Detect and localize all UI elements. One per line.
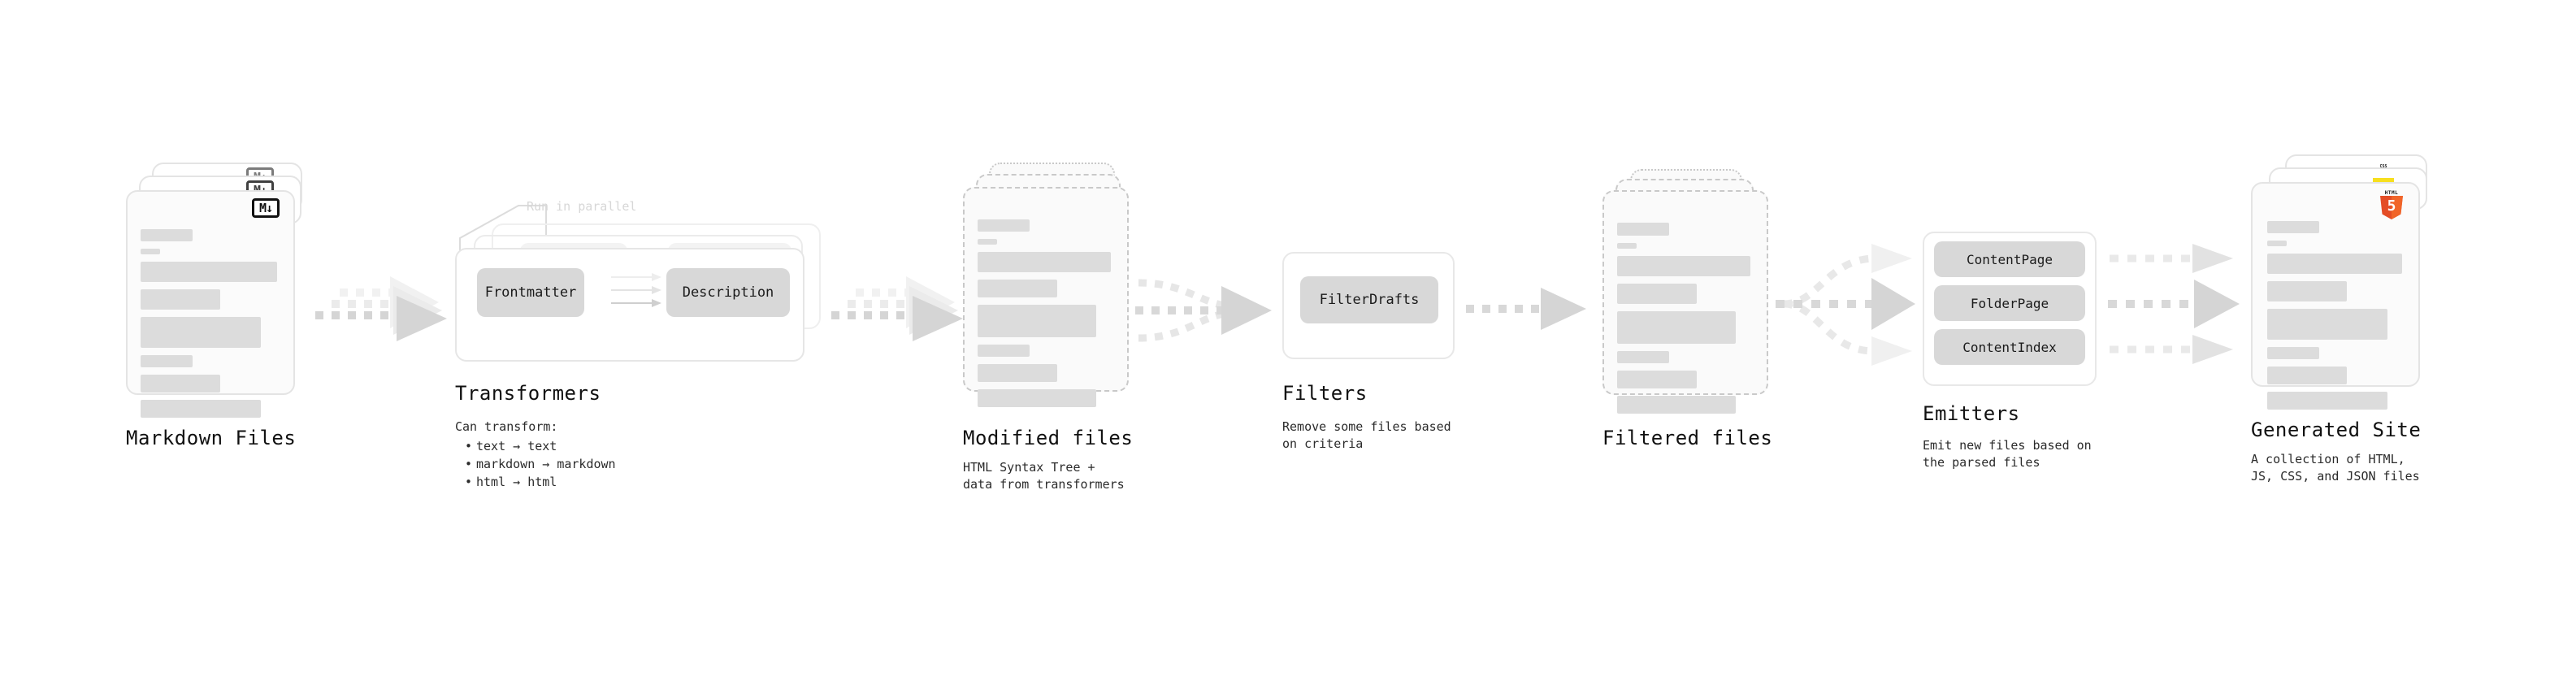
content-line — [141, 355, 193, 367]
generated-site-title: Generated Site — [2251, 419, 2422, 441]
transformer-pill-frontmatter[interactable]: Frontmatter — [477, 268, 584, 317]
list-item: markdown → markdown — [465, 455, 616, 473]
content-line — [2267, 254, 2402, 274]
transformers-group: Frontmatter Description — [455, 223, 829, 366]
content-line — [978, 305, 1096, 337]
modified-files-stack — [963, 163, 1150, 407]
generated-site-subtitle: A collection of HTML, JS, CSS, and JSON … — [2251, 452, 2420, 484]
transformers-bullet-list: text → text markdown → markdown html → h… — [465, 437, 616, 491]
content-line — [1617, 371, 1697, 388]
emitters-pill-contentindex[interactable]: ContentIndex — [1934, 329, 2085, 365]
content-line — [2267, 367, 2347, 384]
emitters-pill-contentpage[interactable]: ContentPage — [1934, 241, 2085, 277]
content-line — [1617, 311, 1736, 344]
content-line — [978, 389, 1096, 407]
connector-modified-to-filters — [1135, 279, 1272, 342]
markdown-files-title: Markdown Files — [126, 427, 297, 449]
transformers-title: Transformers — [455, 382, 601, 405]
content-line — [141, 317, 261, 348]
connector-md-to-transformers — [315, 276, 447, 341]
content-line — [2267, 241, 2287, 246]
markdown-files-stack: M↓ M↓ M↓ — [126, 163, 313, 418]
markdown-content-lines — [141, 229, 287, 425]
filters-title: Filters — [1282, 382, 1368, 405]
filtered-files-title: Filtered files — [1602, 427, 1773, 449]
content-line — [1617, 223, 1669, 236]
list-item: html → html — [465, 473, 616, 491]
html5-badge-wordmark: HTML — [2384, 190, 2399, 196]
filtered-files-stack — [1602, 169, 1789, 414]
content-line — [2267, 221, 2319, 233]
modified-files-title: Modified files — [963, 427, 1134, 449]
content-line — [141, 375, 220, 393]
connector-transformers-to-modified — [831, 276, 963, 341]
emitters-title: Emitters — [1923, 402, 2020, 425]
run-in-parallel-label: Run in parallel — [527, 199, 637, 214]
connector-filters-to-filtered — [1466, 288, 1586, 330]
list-item: text → text — [465, 437, 616, 455]
filters-subtitle: Remove some files based on criteria — [1282, 419, 1451, 451]
filtered-content-lines — [1617, 223, 1762, 421]
filters-pill-filterdrafts[interactable]: FilterDrafts — [1300, 276, 1438, 323]
content-line — [978, 345, 1030, 357]
content-line — [978, 252, 1111, 272]
content-line — [978, 280, 1057, 297]
content-line — [978, 239, 997, 245]
content-line — [141, 400, 261, 418]
content-line — [1617, 256, 1750, 276]
content-line — [141, 262, 277, 282]
site-content-lines — [2267, 221, 2413, 417]
transformers-subtitle: Can transform: — [455, 419, 558, 434]
markdown-badge-front: M↓ — [252, 198, 280, 218]
transformer-inner-arrows — [611, 273, 661, 307]
connector-emitters-to-site — [2108, 244, 2240, 364]
modified-content-lines — [978, 219, 1122, 414]
content-line — [2267, 392, 2387, 410]
css-badge-label: CSS — [2379, 164, 2387, 169]
content-line — [978, 364, 1057, 382]
content-line — [1617, 284, 1697, 304]
content-line — [2267, 281, 2347, 301]
content-line — [1617, 351, 1669, 363]
emitters-subtitle: Emit new files based on the parsed files — [1923, 438, 2092, 470]
html5-badge: HTML 5 — [2379, 190, 2404, 219]
content-line — [978, 219, 1030, 232]
content-line — [141, 249, 160, 254]
transformer-pill-description[interactable]: Description — [666, 268, 790, 317]
emitters-pill-folderpage[interactable]: FolderPage — [1934, 285, 2085, 321]
content-line — [1617, 396, 1736, 414]
modified-files-subtitle: HTML Syntax Tree + data from transformer… — [963, 460, 1125, 492]
generated-site-stack: CSS HTML 5 — [2251, 154, 2462, 410]
connector-filtered-to-emitters — [1776, 244, 1915, 366]
content-line — [141, 229, 193, 241]
content-line — [1617, 243, 1637, 249]
html5-badge-digit: 5 — [2387, 197, 2396, 215]
content-line — [141, 289, 220, 310]
html5-badge-shield: 5 — [2380, 196, 2403, 219]
content-line — [2267, 309, 2387, 340]
content-line — [2267, 347, 2319, 359]
